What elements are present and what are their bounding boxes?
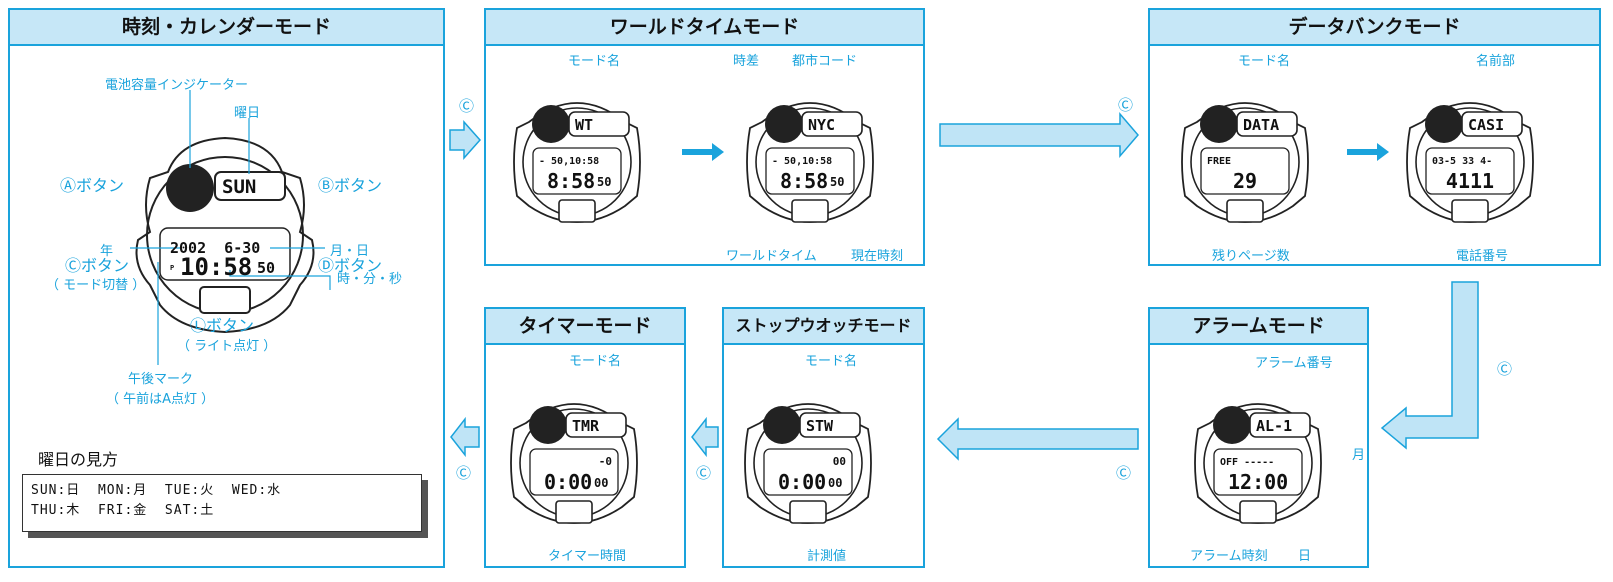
arrow-alarm-to-stopwatch [936,417,1139,461]
c-label-4: Ⓒ [1116,464,1132,482]
monthday-label: 月・日 [330,244,370,259]
pm-mark-label: 午後マーク [128,372,194,387]
pm-mark-sub: （ 午前はA点灯 ） [106,392,215,407]
alarm-time-label: アラーム時刻 [1190,549,1268,564]
stopwatch-watch-top: STW [806,417,834,435]
legend-title: 曜日の見方 [38,450,119,469]
world-watch-2-sec: 50 [830,175,844,189]
timecal-lcd-sec: 50 [257,259,275,277]
hms-label: 時・分・秒 [337,272,403,287]
timer-watch-sec: 00 [594,476,608,490]
alarm-day-label: 日 [1298,549,1312,564]
l-button-sub: （ ライト点灯 ） [177,339,277,354]
timer-mode-name: モード名 [569,354,622,369]
alarm-month-label: 月 [1352,448,1366,463]
alarm-watch-time: 12:00 [1228,470,1288,494]
databank-watch-2-top: CASI [1468,116,1504,134]
c-label-1: Ⓒ [459,97,475,115]
timer-time-label: タイマー時間 [548,549,627,564]
databank-watch-2-num: 4111 [1446,169,1494,193]
timecal-lcd-p: P [170,264,174,272]
databank-title: データバンクモード [1150,10,1599,46]
arrow-timecal-to-world [449,120,482,160]
world-world-time: ワールドタイム [726,249,817,264]
stopwatch-title: ストップウオッチモード [724,309,923,345]
timecal-lcd-time: 10:58 [180,253,252,281]
a-button-label: Ⓐボタン [60,176,125,195]
timecal-lcd-top: SUN [222,176,256,198]
arrow-world-to-databank [939,111,1139,159]
battery-label: 電池容量インジケーター [105,78,249,93]
c-label-3: Ⓒ [1497,360,1513,378]
world-mode-name: モード名 [568,54,621,69]
arrow-timer-to-timecal [450,416,480,458]
arrow-stopwatch-to-timer [691,416,719,458]
world-city-code: 都市コード [792,54,858,69]
world-time-diff: 時差 [733,54,760,69]
databank-phone: 電話番号 [1456,249,1509,264]
world-current-time: 現在時刻 [851,249,904,264]
timer-watch-top: TMR [572,417,600,435]
world-title: ワールドタイムモード [486,10,923,46]
c-label-5: Ⓒ [696,464,712,482]
databank-pages-left: 残りページ数 [1212,249,1290,264]
alarm-title: アラームモード [1150,309,1367,345]
databank-watch-1-num: 29 [1233,169,1257,193]
timer-title: タイマーモード [486,309,684,345]
legend-line-1: SUN:日 MON:月 TUE:火 WED:水 [31,483,282,498]
c-button-sub: （ モード切替 ） [46,278,146,293]
c-label-6: Ⓒ [456,464,472,482]
arrow-databank-to-alarm [1380,281,1479,450]
stopwatch-watch-mid: 00 [833,455,846,468]
databank-watch-2-mid: 03-5 33 4- [1432,156,1492,167]
stopwatch-mode-name: モード名 [805,354,858,369]
l-button-label: Ⓛボタン [190,316,255,335]
world-watch-2-top: NYC [808,116,835,134]
world-watch-1-mid: - 50,10:58 [539,156,599,167]
weekday-legend: SUN:日 MON:月 TUE:火 WED:水 THU:木 FRI:金 SAT:… [22,474,422,532]
alarm-watch-top: AL-1 [1256,417,1292,435]
weekday-label: 曜日 [234,106,261,121]
legend-line-2: THU:木 FRI:金 SAT:土 [31,503,215,518]
c-label-2: Ⓒ [1118,96,1134,114]
timer-watch-time: 0:00 [544,470,592,494]
timer-panel: タイマーモード [484,307,686,568]
arrow-databank-inner [1347,143,1389,161]
world-watch-1-sec: 50 [597,175,611,189]
arrow-world-inner [682,143,724,161]
stopwatch-watch-sec: 00 [828,476,842,490]
databank-watch-2: CASI 03-5 33 4- 4111 [1406,102,1534,223]
timer-watch-mid: -0 [599,455,612,468]
alarm-no-label: アラーム番号 [1255,356,1333,371]
world-watch-2-time: 8:58 [780,169,828,193]
d-button-label: Ⓓボタン [318,256,383,275]
year-label: 年 [100,244,114,259]
stopwatch-measured: 計測値 [807,549,847,564]
world-watch-1-time: 8:58 [547,169,595,193]
world-watch-2-mid: - 50,10:58 [772,156,832,167]
world-watch-1-top: WT [575,116,593,134]
databank-watch-1-top: DATA [1243,116,1279,134]
timecal-lcd-date: 2002 6-30 [170,239,260,257]
b-button-label: Ⓑボタン [318,176,383,195]
databank-mode-name: モード名 [1238,54,1291,69]
c-button-label: Ⓒボタン [65,256,130,275]
stopwatch-watch-time: 0:00 [778,470,826,494]
databank-name-part: 名前部 [1476,54,1516,69]
alarm-watch-mid: OFF ----- [1220,457,1274,468]
timecal-title: 時刻・カレンダーモード [10,10,443,46]
databank-watch-1-mid: FREE [1207,156,1231,167]
